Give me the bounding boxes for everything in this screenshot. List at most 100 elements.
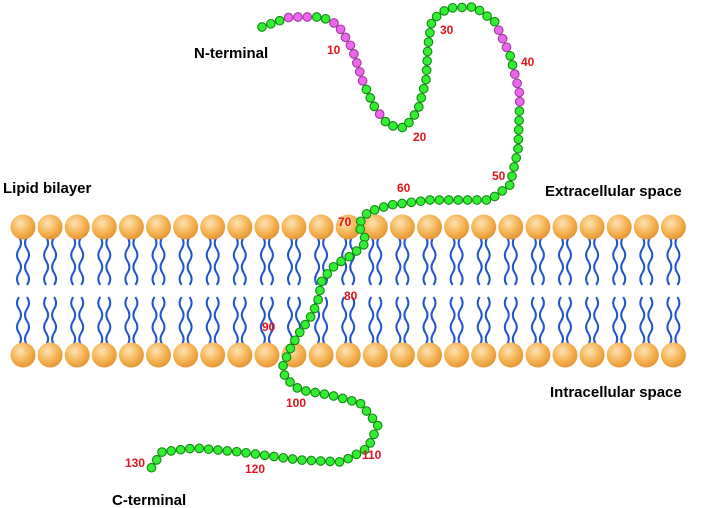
amino-acid-residue xyxy=(514,115,524,126)
lipid-tail xyxy=(403,296,410,346)
lipid-tail xyxy=(314,236,321,286)
lipid-tail xyxy=(287,296,293,346)
amino-acid-residue xyxy=(335,24,346,35)
lipid-head xyxy=(37,214,63,240)
lipid-tail xyxy=(213,296,220,346)
amino-acid-residue xyxy=(439,6,450,16)
lipid-tail xyxy=(503,296,510,346)
lipid-head xyxy=(146,214,171,240)
amino-acid-residue xyxy=(316,276,327,287)
lipid-head xyxy=(10,214,36,240)
amino-acid-residue xyxy=(514,106,525,116)
lipid-tail xyxy=(43,236,50,286)
lipid-tail xyxy=(70,236,77,286)
lipid-head xyxy=(606,342,632,368)
lipid-tail xyxy=(24,236,30,286)
amino-acid-residue xyxy=(306,455,317,466)
lipid-head xyxy=(64,342,90,368)
amino-acid-residue xyxy=(337,393,348,404)
lipid-head xyxy=(471,214,497,240)
lipid-tails-bottom xyxy=(16,296,681,346)
lipid-tail xyxy=(240,236,247,286)
amino-acid-residue xyxy=(250,449,261,459)
residue-number-10: 10 xyxy=(327,43,341,57)
amino-acid-residue xyxy=(489,16,500,27)
lipid-tail xyxy=(159,296,166,346)
lipid-tail xyxy=(97,296,104,346)
amino-acid-residue xyxy=(361,84,372,95)
amino-acid-residue xyxy=(301,386,311,396)
lipid-head xyxy=(308,214,334,240)
lipid-tail xyxy=(530,296,537,346)
amino-acid-residue xyxy=(453,195,464,205)
lipid-head xyxy=(552,342,578,368)
amino-acid-residue xyxy=(431,11,442,22)
lipid-tail xyxy=(368,236,375,286)
lipid-head xyxy=(660,342,686,368)
amino-acid-residue xyxy=(365,93,376,103)
amino-acid-residue xyxy=(513,134,524,145)
lipid-tail xyxy=(232,296,239,346)
lipid-tail xyxy=(368,296,375,346)
amino-acid-residue xyxy=(514,96,525,107)
amino-acid-residue xyxy=(278,360,288,371)
protein-chain xyxy=(146,2,525,473)
amino-acid-residue xyxy=(413,102,424,112)
lipid-tail xyxy=(666,236,673,286)
amino-acid-residue xyxy=(309,303,320,314)
amino-acid-residue xyxy=(513,125,524,135)
lipid-tail xyxy=(132,236,139,286)
lipid-tail xyxy=(178,236,185,286)
lipid-head xyxy=(606,214,632,240)
lipid-tail xyxy=(78,296,85,346)
lipid-head xyxy=(308,342,334,368)
amino-acid-residue xyxy=(310,387,321,398)
amino-acid-residue xyxy=(355,224,366,235)
amino-acid-residue xyxy=(514,87,525,98)
lipid-tail xyxy=(476,296,483,346)
lipid-head xyxy=(254,342,280,368)
amino-acid-residue xyxy=(334,457,345,467)
lipid-tail xyxy=(395,296,402,346)
lipid-tail xyxy=(585,236,592,286)
lipid-head xyxy=(444,214,470,240)
lipid-head xyxy=(579,214,605,240)
amino-acid-residue xyxy=(369,101,380,112)
lipid-tail xyxy=(430,236,437,286)
lipid-tail xyxy=(538,236,545,286)
amino-acid-residue xyxy=(269,451,279,462)
lipid-heads-top xyxy=(10,214,686,240)
amino-acid-residue xyxy=(415,196,426,207)
amino-acid-residue xyxy=(361,209,372,219)
lipid-head xyxy=(118,214,144,240)
lipid-tail xyxy=(205,296,212,346)
lipid-tail xyxy=(178,296,185,346)
lipid-tail xyxy=(484,296,491,346)
lipid-tail xyxy=(422,296,429,346)
residue-number-120: 120 xyxy=(245,462,265,476)
residue-number-70: 70 xyxy=(338,215,352,229)
amino-acid-residue xyxy=(365,438,376,448)
amino-acid-residue xyxy=(315,456,326,466)
lipid-tail xyxy=(674,236,681,286)
lipid-tail xyxy=(213,236,220,286)
amino-acid-residue xyxy=(367,413,378,424)
lipid-tail xyxy=(376,236,383,286)
lipid-tail xyxy=(620,296,627,346)
amino-acid-residue xyxy=(423,37,434,47)
amino-acid-residue xyxy=(311,12,322,22)
amino-acid-residue xyxy=(349,49,359,59)
lipid-tail xyxy=(51,236,58,286)
amino-acid-residue xyxy=(489,191,500,202)
lipid-head xyxy=(64,214,90,240)
lipid-tail xyxy=(612,296,619,346)
amino-acid-residue xyxy=(425,27,435,38)
lipid-head xyxy=(471,342,497,368)
lipid-head xyxy=(281,214,307,240)
lipid-head xyxy=(227,342,253,368)
amino-acid-residue xyxy=(351,58,362,68)
lipid-head xyxy=(389,342,415,368)
amino-acid-residue xyxy=(241,447,251,458)
lipid-tail xyxy=(43,296,50,346)
amino-acid-residue xyxy=(397,198,407,209)
